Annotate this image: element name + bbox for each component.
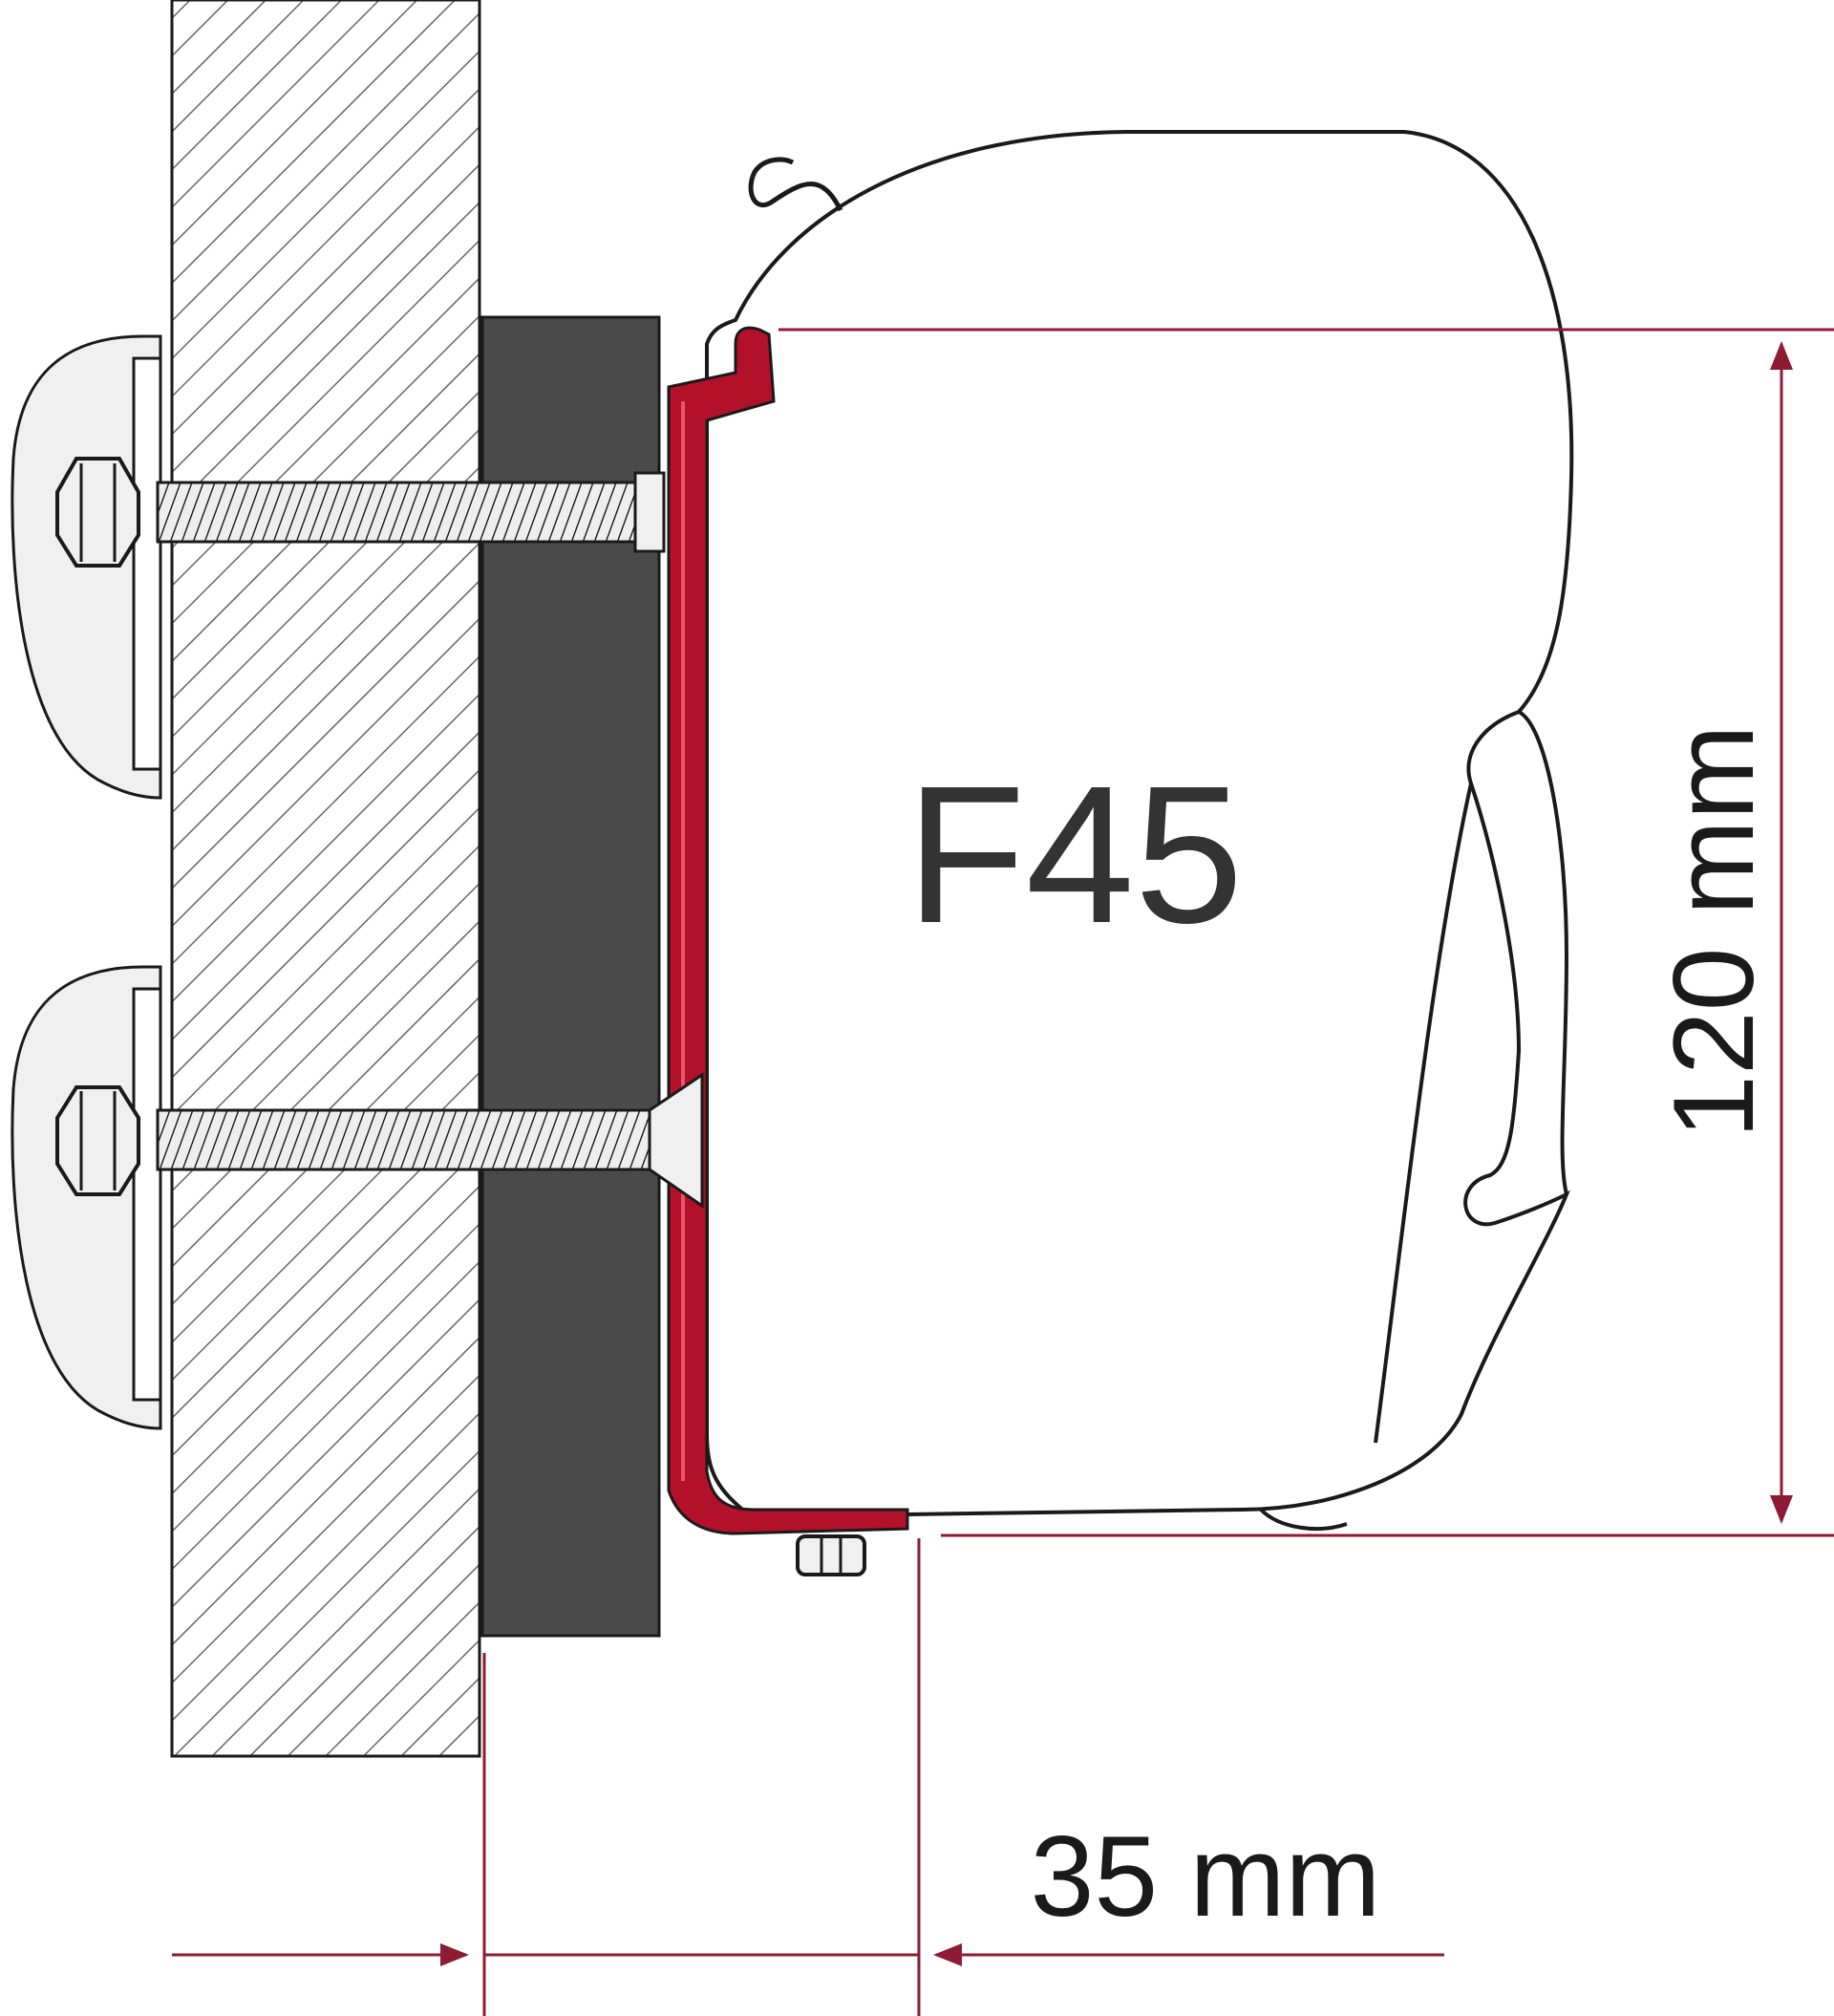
bracket-nut [796,1534,866,1576]
offset-dimension-label: 35 mm [1031,1812,1381,1941]
bolt-top [55,457,666,568]
awning-model-label: F45 [906,745,1243,964]
awning-top-hook [748,157,843,212]
interior-cap-bottom [11,965,162,1430]
awning-bottom-roller [1259,1508,1348,1531]
wall-section [170,0,481,1758]
adapter-bracket [667,326,909,1535]
bolt-bottom [55,1072,704,1209]
height-dimension-label: 120 mm [1650,724,1778,1138]
awning-profile-line [1517,710,1569,1195]
awning-housing [705,130,1574,1522]
awning-profile-line [1374,783,1473,1444]
